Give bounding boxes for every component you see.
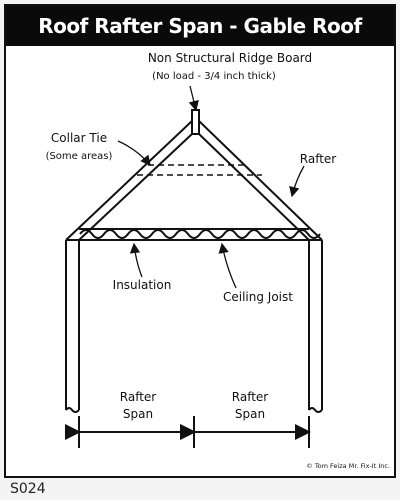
- copyright-text: © Tom Feiza Mr. Fix-It Inc.: [306, 462, 390, 470]
- rafter-label: Rafter: [300, 152, 337, 166]
- insulation-label: Insulation: [113, 278, 172, 292]
- span-dimension: [65, 416, 311, 448]
- ceiling-joist: [66, 228, 322, 241]
- title-text: Roof Rafter Span - Gable Roof: [38, 14, 362, 38]
- page-title: Roof Rafter Span - Gable Roof: [6, 6, 394, 46]
- collar-tie-label: Collar Tie: [51, 131, 107, 145]
- span-left-label-1: Rafter: [120, 390, 157, 404]
- collar-tie-leader: [117, 140, 151, 167]
- page-id: S024: [10, 481, 46, 497]
- insulation-leader: [129, 242, 143, 278]
- span-left-label-2: Span: [123, 407, 153, 421]
- ridge-board-note: (No load - 3/4 inch thick): [152, 71, 276, 82]
- collar-tie-note: (Some areas): [46, 151, 113, 162]
- ridge-board-leader: [188, 85, 199, 112]
- ceiling-joist-label: Ceiling Joist: [223, 290, 293, 304]
- rafter-leader: [289, 165, 305, 198]
- right-wall: [308, 240, 323, 413]
- span-right-label-2: Span: [235, 407, 265, 421]
- right-rafter: [198, 120, 323, 241]
- left-wall: [65, 240, 80, 413]
- span-right-label-1: Rafter: [232, 390, 269, 404]
- ridge-board: [191, 109, 200, 135]
- ceiling-joist-leader: [218, 242, 237, 289]
- left-rafter: [65, 120, 193, 241]
- ridge-board-label: Non Structural Ridge Board: [148, 51, 312, 65]
- insulation: [79, 229, 321, 239]
- collar-tie: [137, 164, 262, 176]
